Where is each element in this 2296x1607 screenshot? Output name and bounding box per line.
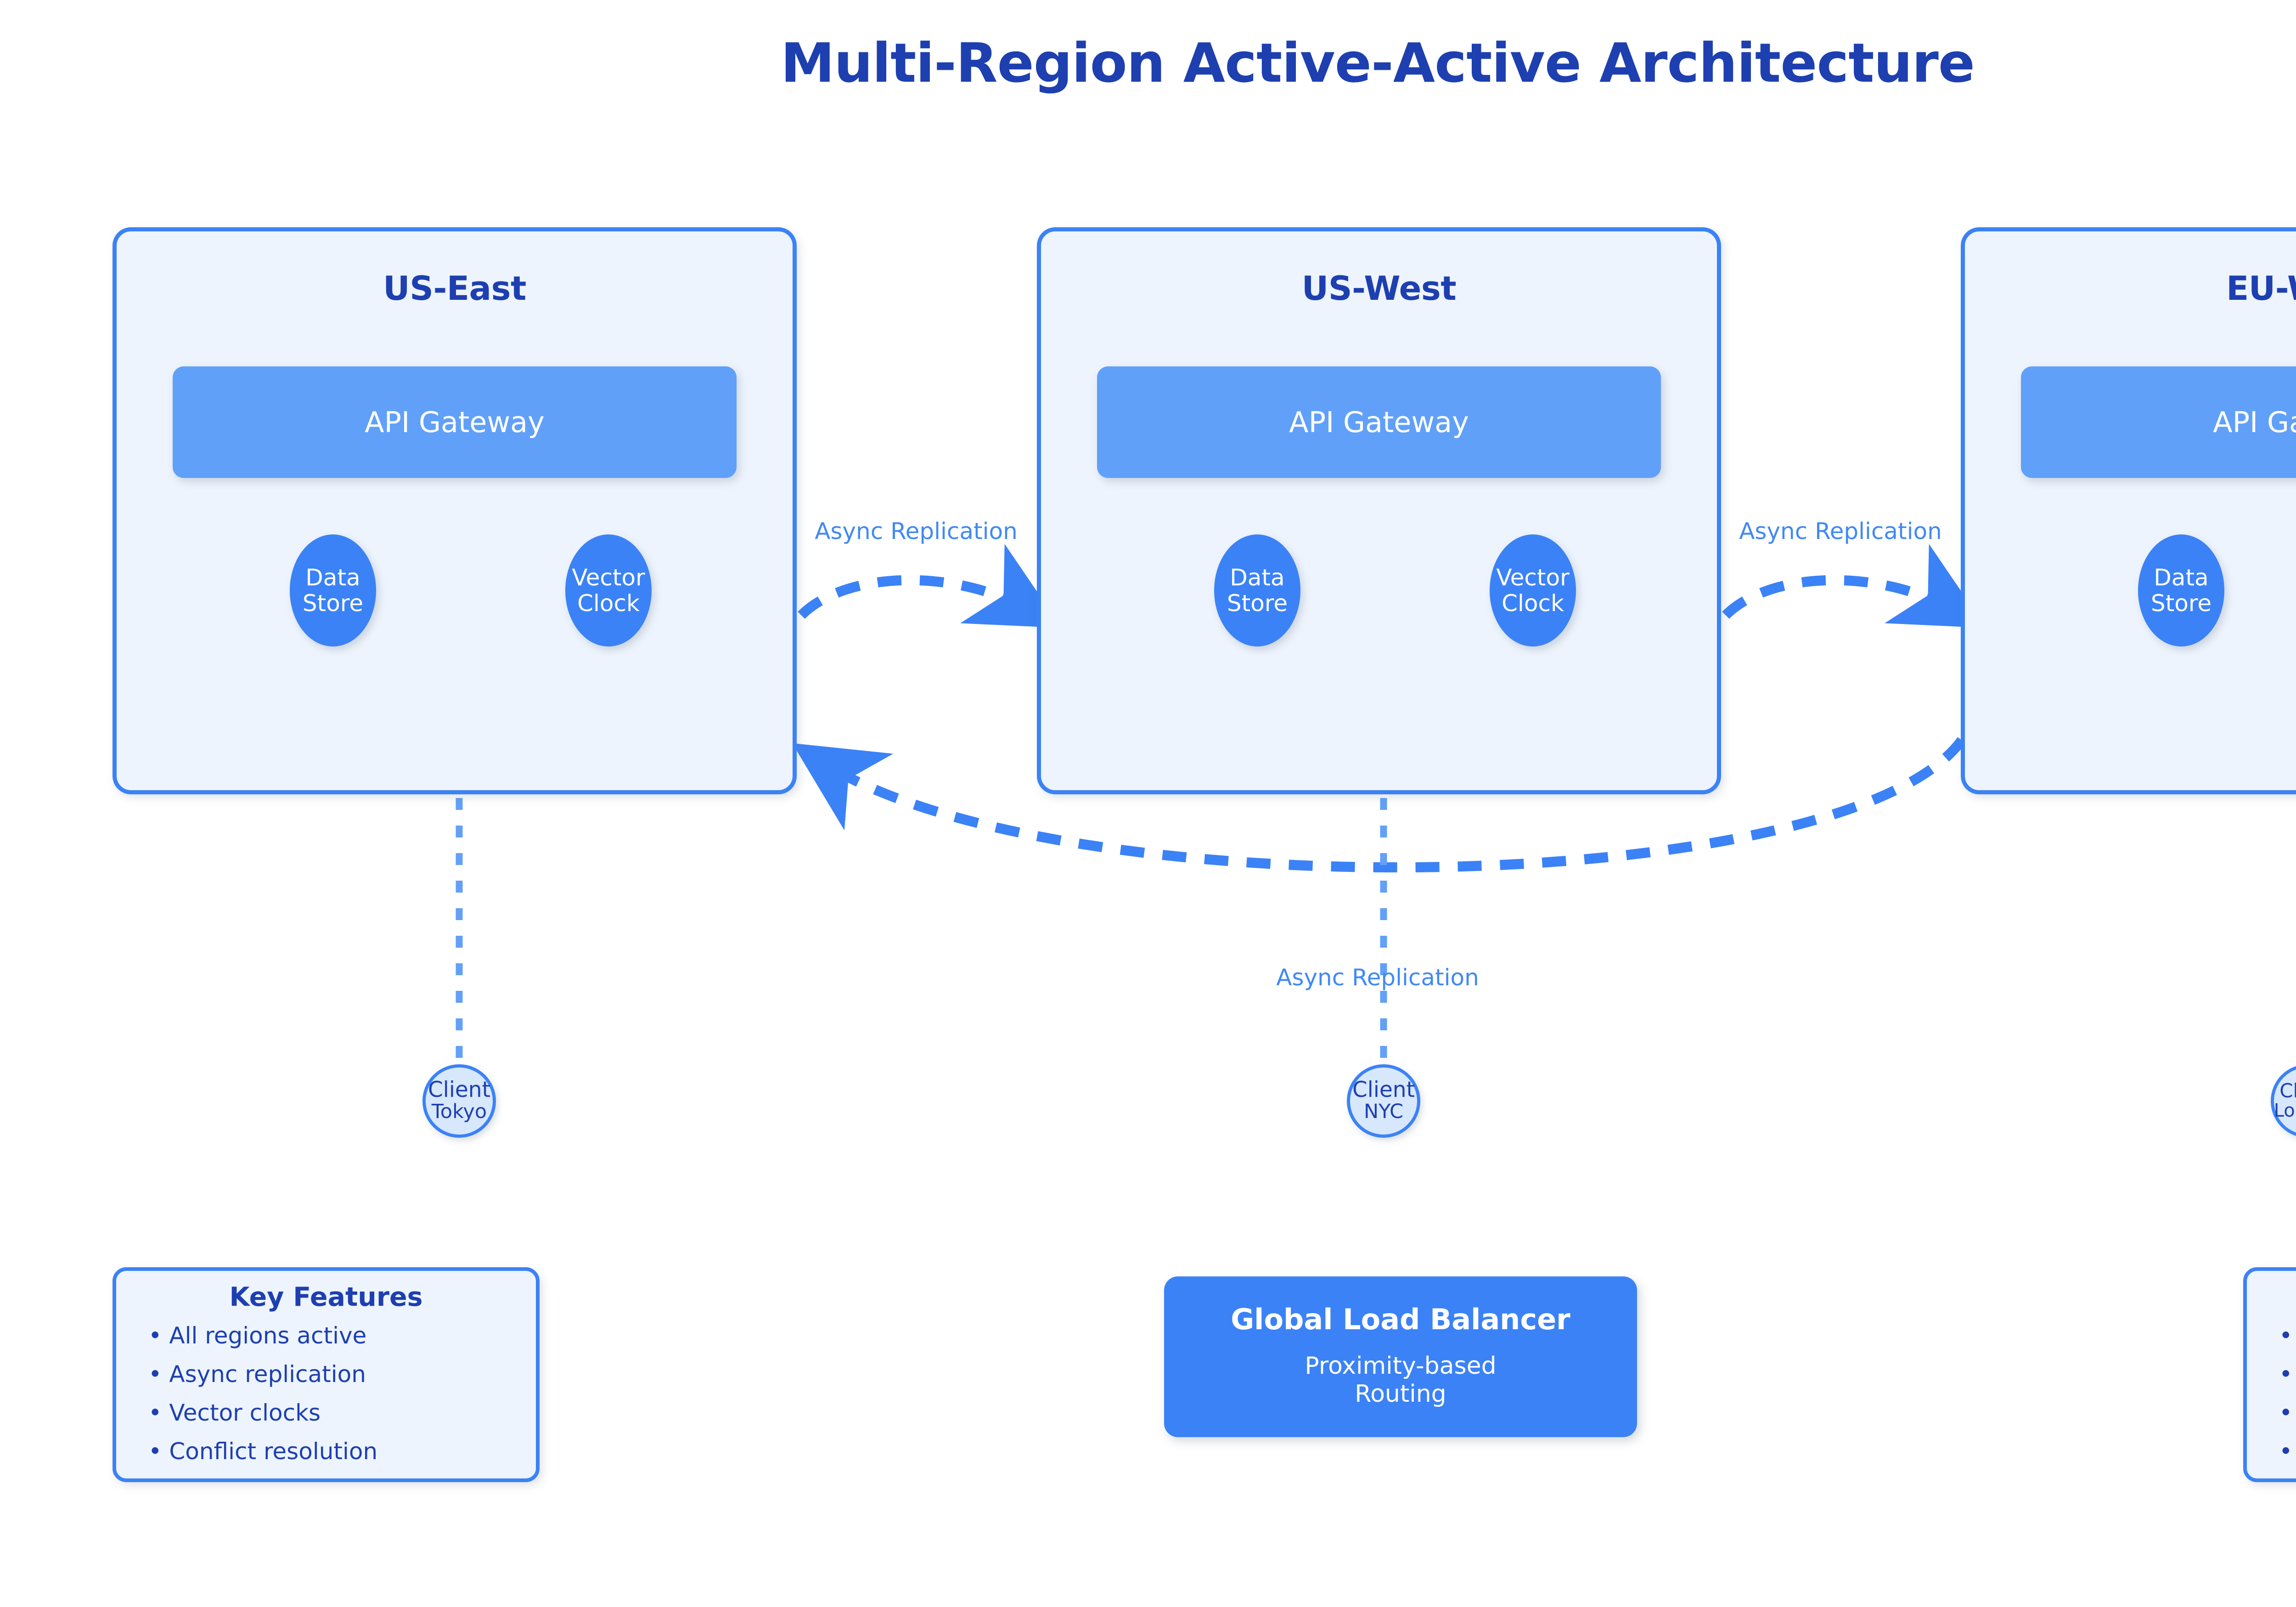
- node-line-2: Clock: [577, 590, 640, 617]
- replication-arrow-west-to-eu: [1722, 544, 1986, 628]
- client-node-tokyo[interactable]: Client Tokyo: [422, 1064, 496, 1138]
- client-label: Client: [428, 1077, 491, 1103]
- api-gateway-node[interactable]: API Gateway: [173, 366, 737, 478]
- list-item: • No single failure point: [2279, 1399, 2296, 1426]
- api-gateway-node[interactable]: API Gateway: [1097, 366, 1661, 478]
- card-title: Key Features: [229, 1282, 423, 1312]
- list-item: • Conflict resolution: [148, 1438, 378, 1465]
- node-line-1: Data: [1230, 564, 1285, 591]
- vector-clock-node[interactable]: Vector Clock: [1490, 534, 1576, 646]
- benefits-list: • Low latency • High availability • No s…: [2247, 1324, 2296, 1463]
- node-line-1: Data: [305, 564, 360, 591]
- data-store-node[interactable]: Data Store: [290, 534, 376, 646]
- key-features-list: • All regions active • Async replication…: [116, 1324, 536, 1463]
- client-city: London: [2273, 1100, 2296, 1121]
- list-item: • Vector clocks: [148, 1399, 321, 1426]
- list-item: • Async replication: [148, 1361, 366, 1388]
- load-balancer-subtitle-line-2: Routing: [1355, 1380, 1446, 1408]
- node-line-1: Data: [2154, 564, 2209, 591]
- region-card-us-west[interactable]: US-West API Gateway Data Store Vector Cl…: [1037, 227, 1721, 794]
- node-line-2: Store: [302, 590, 364, 617]
- card-title: Benefits: [2247, 1282, 2296, 1312]
- client-label: Client: [2279, 1079, 2296, 1102]
- api-gateway-node[interactable]: API Gateway: [2021, 366, 2296, 478]
- vector-clock-node[interactable]: Vector Clock: [565, 534, 652, 646]
- data-store-node[interactable]: Data Store: [1214, 534, 1300, 646]
- key-features-card: Key Features • All regions active • Asyn…: [113, 1267, 540, 1482]
- node-line-1: Vector: [1496, 564, 1570, 591]
- list-item: • Low latency: [2279, 1322, 2296, 1349]
- list-item: • Better UX globally: [2279, 1438, 2296, 1465]
- client-city: NYC: [1363, 1100, 1404, 1124]
- node-line-1: Vector: [572, 564, 645, 591]
- region-card-eu-west[interactable]: EU-West API Gateway Data Store Vector Cl…: [1961, 227, 2296, 794]
- client-city: Tokyo: [431, 1100, 487, 1124]
- list-item: • High availability: [2279, 1361, 2296, 1388]
- region-title: US-East: [383, 269, 526, 308]
- replication-label-east-west: Async Replication: [815, 518, 1018, 545]
- load-balancer-subtitle: Proximity-based Routing: [1305, 1352, 1496, 1409]
- node-line-2: Clock: [1502, 590, 1564, 617]
- load-balancer-subtitle-line-1: Proximity-based: [1305, 1352, 1497, 1380]
- client-node-london[interactable]: Client London: [2271, 1064, 2296, 1138]
- page-title: Multi-Region Active-Active Architecture: [781, 31, 1975, 95]
- node-line-2: Store: [2150, 590, 2212, 617]
- global-load-balancer-card[interactable]: Global Load Balancer Proximity-based Rou…: [1164, 1276, 1637, 1437]
- node-line-2: Store: [1227, 590, 1288, 617]
- replication-label-eu-east: Async Replication: [1276, 964, 1479, 991]
- benefits-card: Benefits • Low latency • High availabili…: [2243, 1267, 2296, 1482]
- region-card-us-east[interactable]: US-East API Gateway Data Store Vector Cl…: [113, 227, 797, 794]
- region-title: US-West: [1301, 269, 1457, 308]
- replication-label-west-eu: Async Replication: [1739, 518, 1942, 545]
- data-store-node[interactable]: Data Store: [2138, 534, 2224, 646]
- region-title: EU-West: [2226, 269, 2296, 308]
- client-label: Client: [1352, 1077, 1415, 1103]
- client-node-nyc[interactable]: Client NYC: [1347, 1064, 1420, 1138]
- list-item: • All regions active: [148, 1322, 367, 1349]
- replication-arrow-east-to-west: [798, 544, 1062, 628]
- load-balancer-title: Global Load Balancer: [1231, 1302, 1570, 1336]
